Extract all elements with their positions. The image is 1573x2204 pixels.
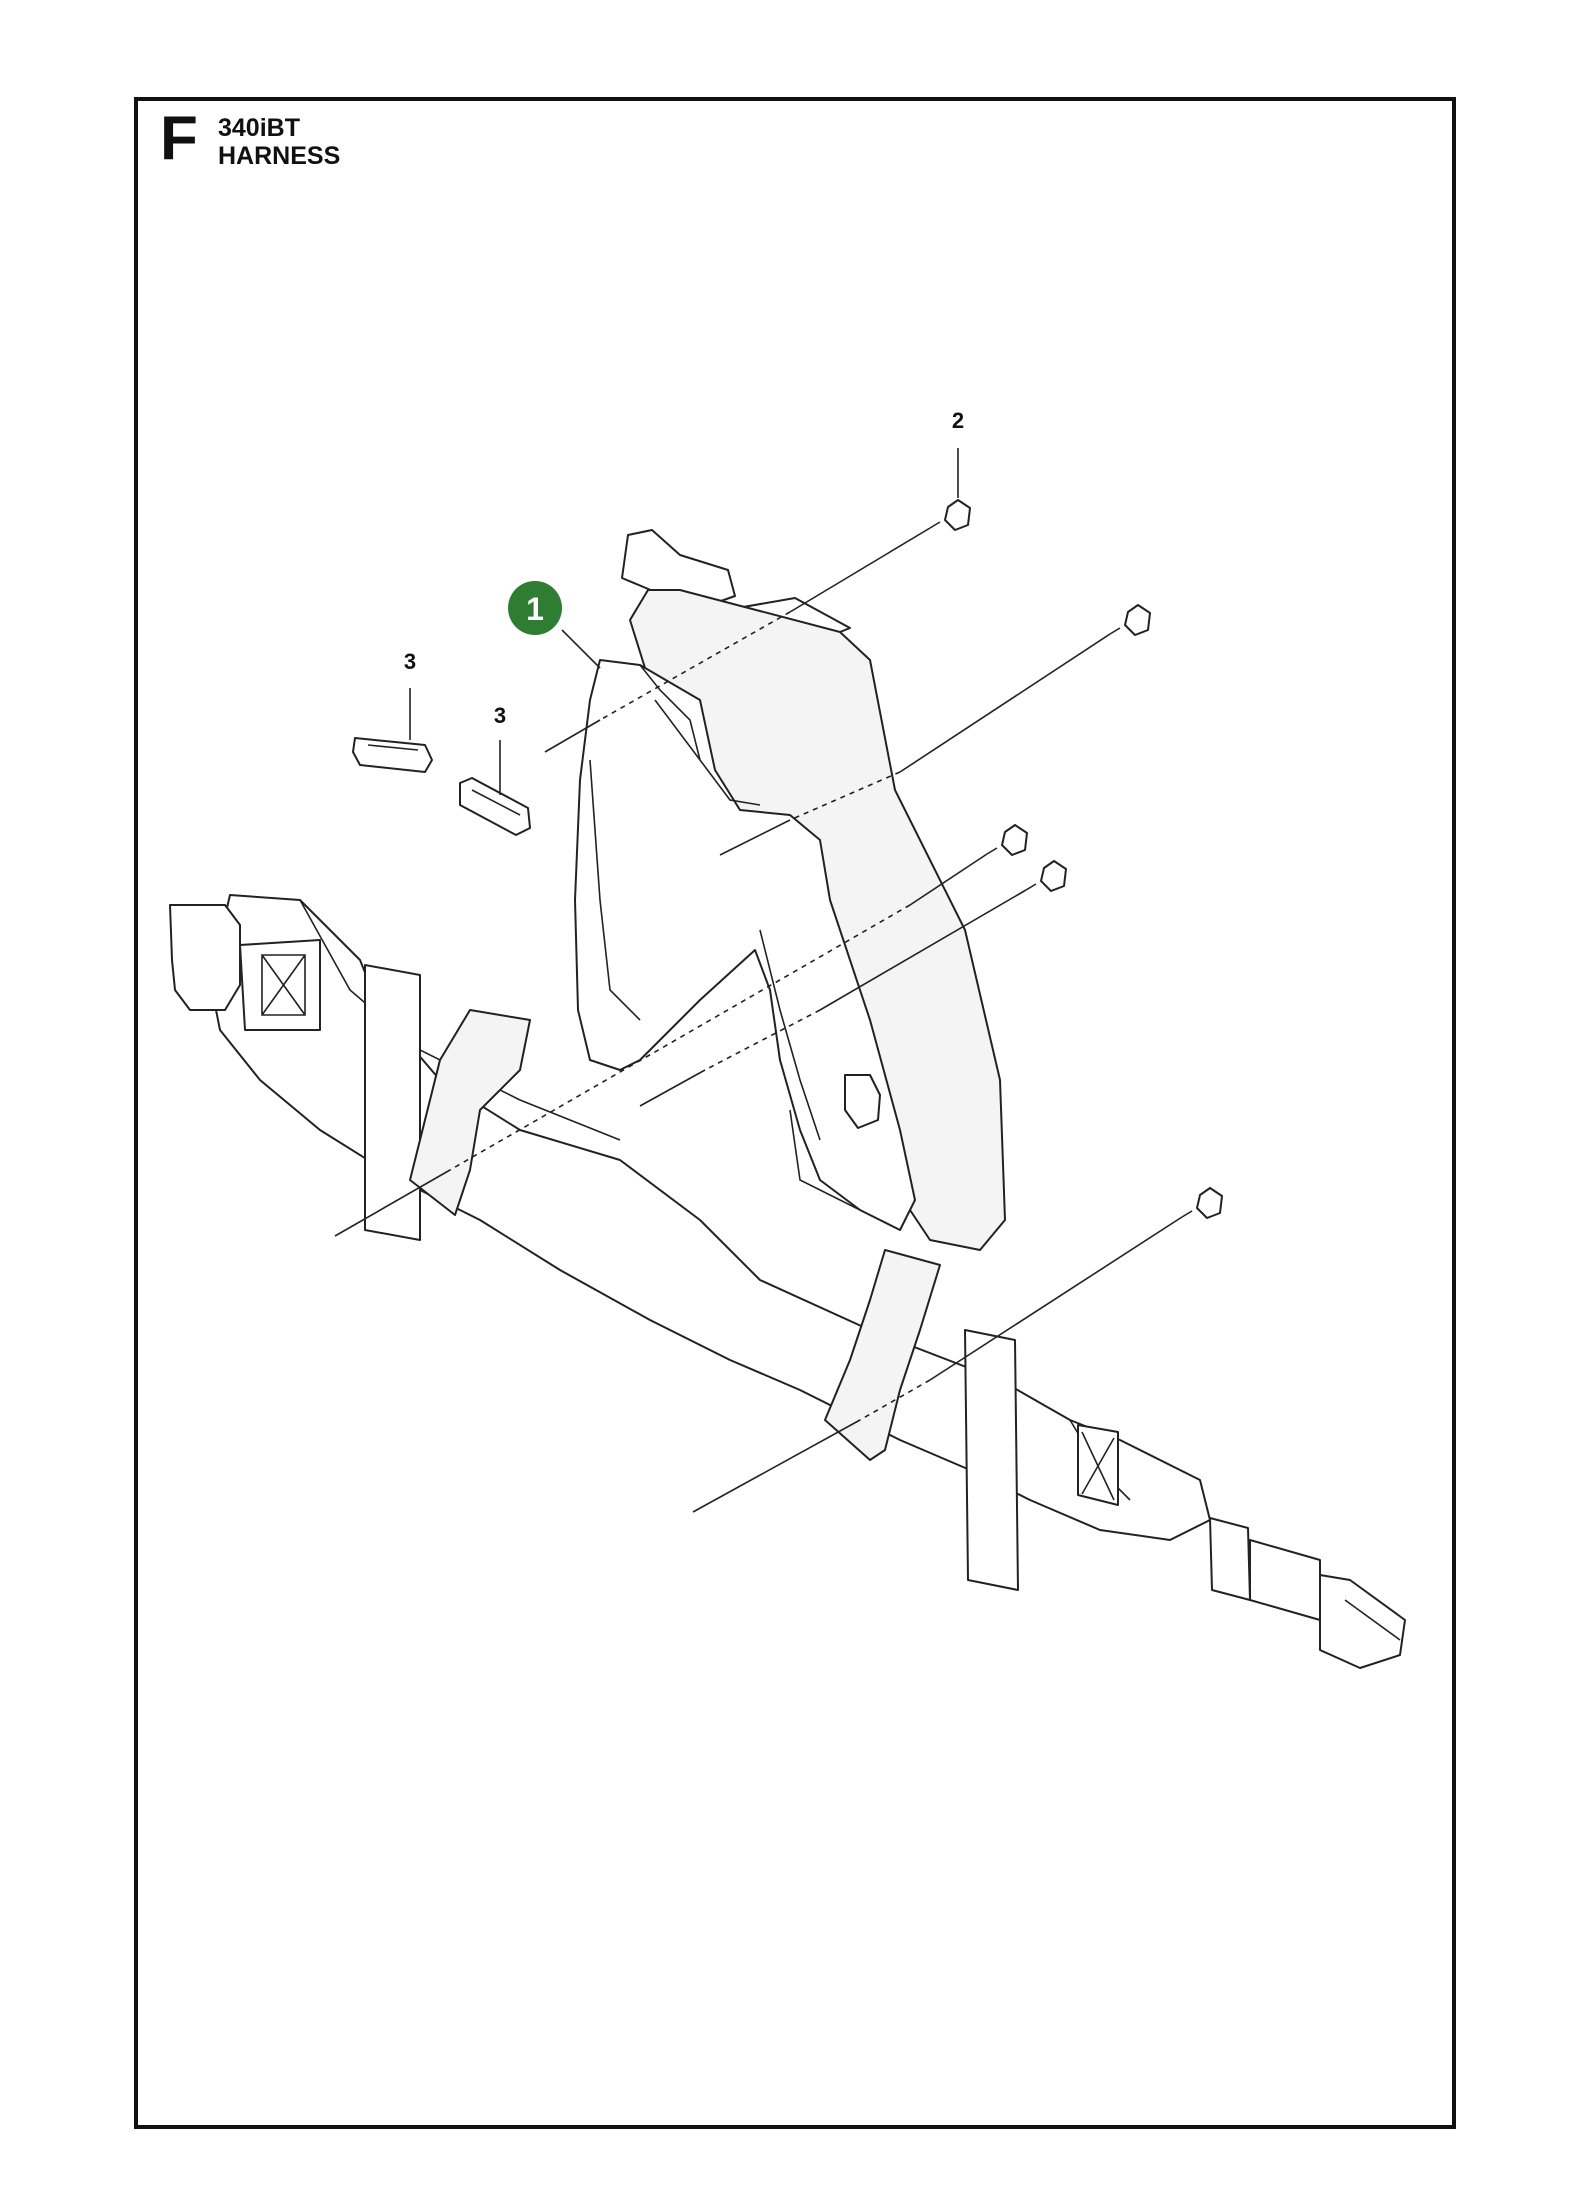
back-pad <box>574 529 1006 1251</box>
screw-right-upper <box>1109 604 1151 636</box>
callout-1-badge <box>508 581 562 635</box>
screw-middle-a <box>986 824 1028 856</box>
clip-right <box>459 777 531 836</box>
model-name: 340iBT <box>218 114 300 142</box>
callout-3-label-right[interactable]: 3 <box>494 703 506 728</box>
assembly-lines <box>334 448 1183 1513</box>
section-letter: F <box>160 104 198 173</box>
screw-lower <box>1181 1187 1223 1219</box>
callout-2-label[interactable]: 2 <box>952 408 964 433</box>
screw-top <box>929 499 971 531</box>
callout-3-label-left[interactable]: 3 <box>404 649 416 674</box>
diagram-title: HARNESS <box>218 142 341 170</box>
callout-1[interactable]: 1 <box>508 581 562 635</box>
screw-middle-b <box>1025 860 1067 892</box>
clip-left <box>352 737 433 773</box>
callout-1-label: 1 <box>526 591 544 627</box>
